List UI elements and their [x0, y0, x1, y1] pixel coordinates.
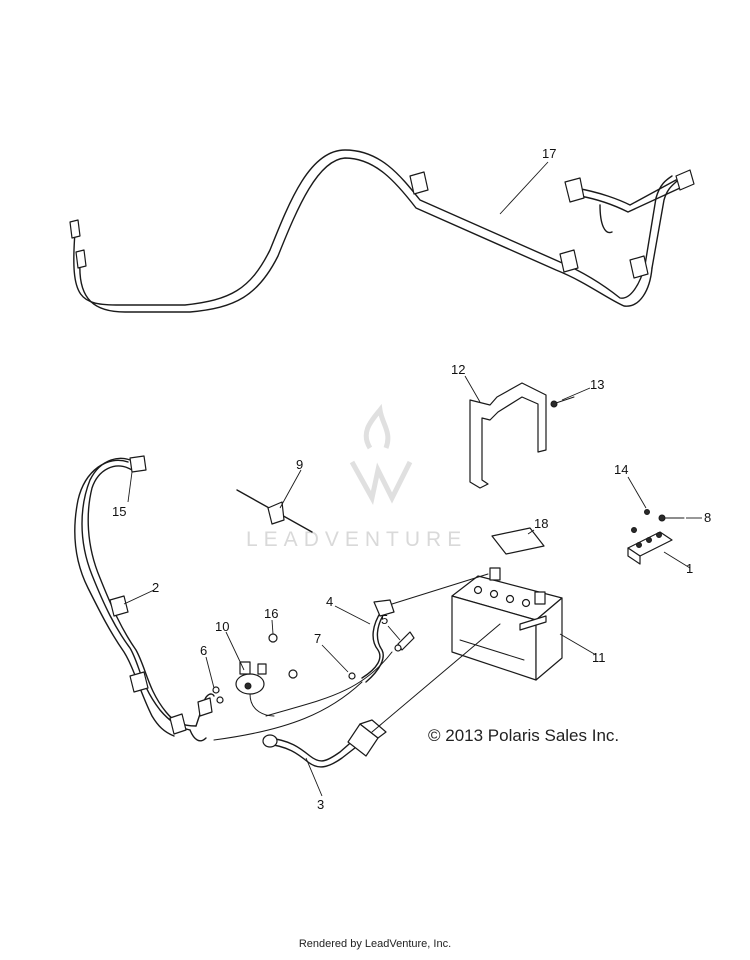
callout-10: 10 — [215, 619, 229, 634]
callout-11: 11 — [592, 650, 606, 665]
callout-labels: 17 12 13 14 8 1 18 11 9 15 2 4 5 7 16 10… — [112, 146, 711, 812]
callout-14: 14 — [614, 462, 628, 477]
part-3-battery-cable[interactable] — [262, 719, 387, 768]
callout-12: 12 — [451, 362, 465, 377]
part-9-wire-tie[interactable] — [236, 489, 313, 533]
callout-3: 3 — [317, 797, 324, 812]
callout-1: 1 — [686, 561, 693, 576]
copyright-notice: © 2013 Polaris Sales Inc. — [428, 726, 620, 745]
callout-8: 8 — [704, 510, 711, 525]
leader-lines — [123, 161, 702, 797]
callout-9: 9 — [296, 457, 303, 472]
callout-2: 2 — [152, 580, 159, 595]
callout-5: 5 — [381, 612, 388, 627]
callout-4: 4 — [326, 594, 333, 609]
part-5-fitting[interactable] — [394, 631, 415, 652]
callout-13: 13 — [590, 377, 604, 392]
callout-15: 15 — [112, 504, 126, 519]
part-14-nut[interactable] — [644, 509, 650, 515]
part-6-nut[interactable] — [212, 686, 224, 704]
part-7-nut[interactable] — [348, 672, 356, 680]
part-1-terminal-block[interactable] — [627, 527, 673, 565]
part-12-bracket[interactable] — [469, 382, 547, 489]
watermark-text: LEADVENTURE — [246, 528, 467, 551]
callout-16: 16 — [264, 606, 278, 621]
part-8-screw[interactable] — [658, 514, 685, 522]
part-11-battery[interactable] — [451, 567, 563, 681]
part-16-nut[interactable] — [268, 633, 298, 679]
part-10-solenoid[interactable] — [235, 661, 275, 717]
watermark-logo: LEADVENTURE — [246, 403, 467, 551]
part-17-cable-harness[interactable] — [69, 149, 695, 313]
part-18-label[interactable] — [491, 527, 545, 555]
callout-18: 18 — [534, 516, 548, 531]
connecting-wires — [213, 573, 501, 741]
part-13-screw[interactable] — [550, 396, 575, 408]
part-4-sensor-lead[interactable] — [361, 599, 395, 683]
callout-7: 7 — [314, 631, 321, 646]
callout-6: 6 — [200, 643, 207, 658]
callout-17: 17 — [542, 146, 556, 161]
part-2-cable-harness[interactable] — [74, 455, 215, 742]
footer-credit: Rendered by LeadVenture, Inc. — [298, 938, 452, 950]
